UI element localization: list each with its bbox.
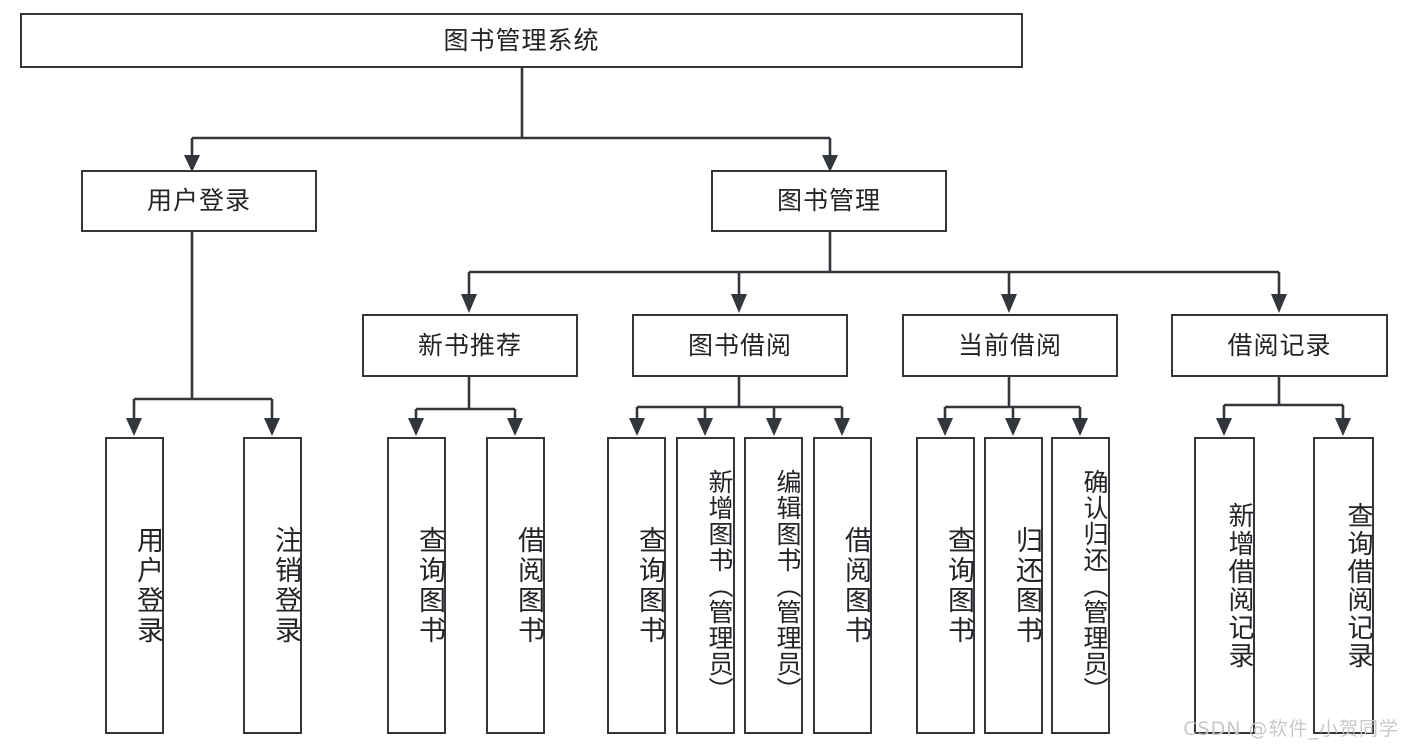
arrow-borrow-record-leaf-2 <box>1335 418 1351 436</box>
leaf-node[interactable]: 查询图书 <box>916 437 975 734</box>
leaf-node[interactable]: 归还图书 <box>984 437 1043 734</box>
leaf-label: 归还图书 <box>1011 525 1042 646</box>
arrow-current-borrow-leaf-2 <box>1005 418 1021 436</box>
leaf-label: 新增借阅记录 <box>1224 501 1254 670</box>
leaf-node[interactable]: 注销登录 <box>243 437 302 734</box>
arrow-user-login-leaf-1 <box>126 418 142 436</box>
leaf-node[interactable]: 编辑图书（管理员） <box>744 437 803 734</box>
leaf-label: 查询图书 <box>634 525 665 646</box>
arrow-current-borrow-leaf-1 <box>937 418 953 436</box>
leaf-node[interactable]: 查询图书 <box>607 437 666 734</box>
leaf-node[interactable]: 借阅图书 <box>813 437 872 734</box>
arrow-book-borrow-leaf-3 <box>766 418 782 436</box>
arrow-new-book-leaf-1 <box>408 418 424 436</box>
leaf-node[interactable]: 新增图书（管理员） <box>676 437 735 734</box>
node-book-management[interactable]: 图书管理 <box>711 170 947 232</box>
leaf-label: 注销登录 <box>270 525 301 646</box>
node-current-borrowing[interactable]: 当前借阅 <box>902 314 1118 377</box>
leaf-node[interactable]: 新增借阅记录 <box>1194 437 1255 734</box>
node-new-book-recommendation[interactable]: 新书推荐 <box>362 314 578 377</box>
leaf-label: 查询图书 <box>943 525 974 646</box>
leaf-label: 借阅图书 <box>513 525 544 646</box>
leaf-label: 确认归还（管理员） <box>1080 468 1109 703</box>
node-borrowing-record[interactable]: 借阅记录 <box>1171 314 1388 377</box>
leaf-node[interactable]: 用户登录 <box>105 437 164 734</box>
leaf-label: 查询借阅记录 <box>1343 501 1373 670</box>
leaf-label: 编辑图书（管理员） <box>773 468 802 703</box>
arrow-borrow-record-leaf-1 <box>1216 418 1232 436</box>
node-user-login[interactable]: 用户登录 <box>81 170 317 232</box>
arrow-to-borrow-record <box>1271 294 1287 313</box>
node-root-system[interactable]: 图书管理系统 <box>20 13 1023 68</box>
arrow-book-borrow-leaf-4 <box>834 418 850 436</box>
leaf-node[interactable]: 借阅图书 <box>486 437 545 734</box>
arrow-user-login-leaf-2 <box>264 418 280 436</box>
node-book-borrowing[interactable]: 图书借阅 <box>632 314 848 377</box>
leaf-label: 查询图书 <box>414 525 445 646</box>
arrow-to-book-borrow <box>731 294 747 313</box>
leaf-label: 借阅图书 <box>840 525 871 646</box>
arrow-book-borrow-leaf-1 <box>629 418 645 436</box>
arrow-new-book-leaf-2 <box>507 418 523 436</box>
leaf-label: 新增图书（管理员） <box>705 468 734 703</box>
leaf-label: 用户登录 <box>132 525 163 646</box>
arrow-book-borrow-leaf-2 <box>697 418 713 436</box>
arrow-to-current-borrow <box>1001 294 1017 313</box>
arrow-current-borrow-leaf-3 <box>1072 418 1088 436</box>
arrow-to-new-book <box>461 294 477 313</box>
leaf-node[interactable]: 查询图书 <box>387 437 446 734</box>
leaf-node[interactable]: 确认归还（管理员） <box>1051 437 1110 734</box>
leaf-node[interactable]: 查询借阅记录 <box>1313 437 1374 734</box>
